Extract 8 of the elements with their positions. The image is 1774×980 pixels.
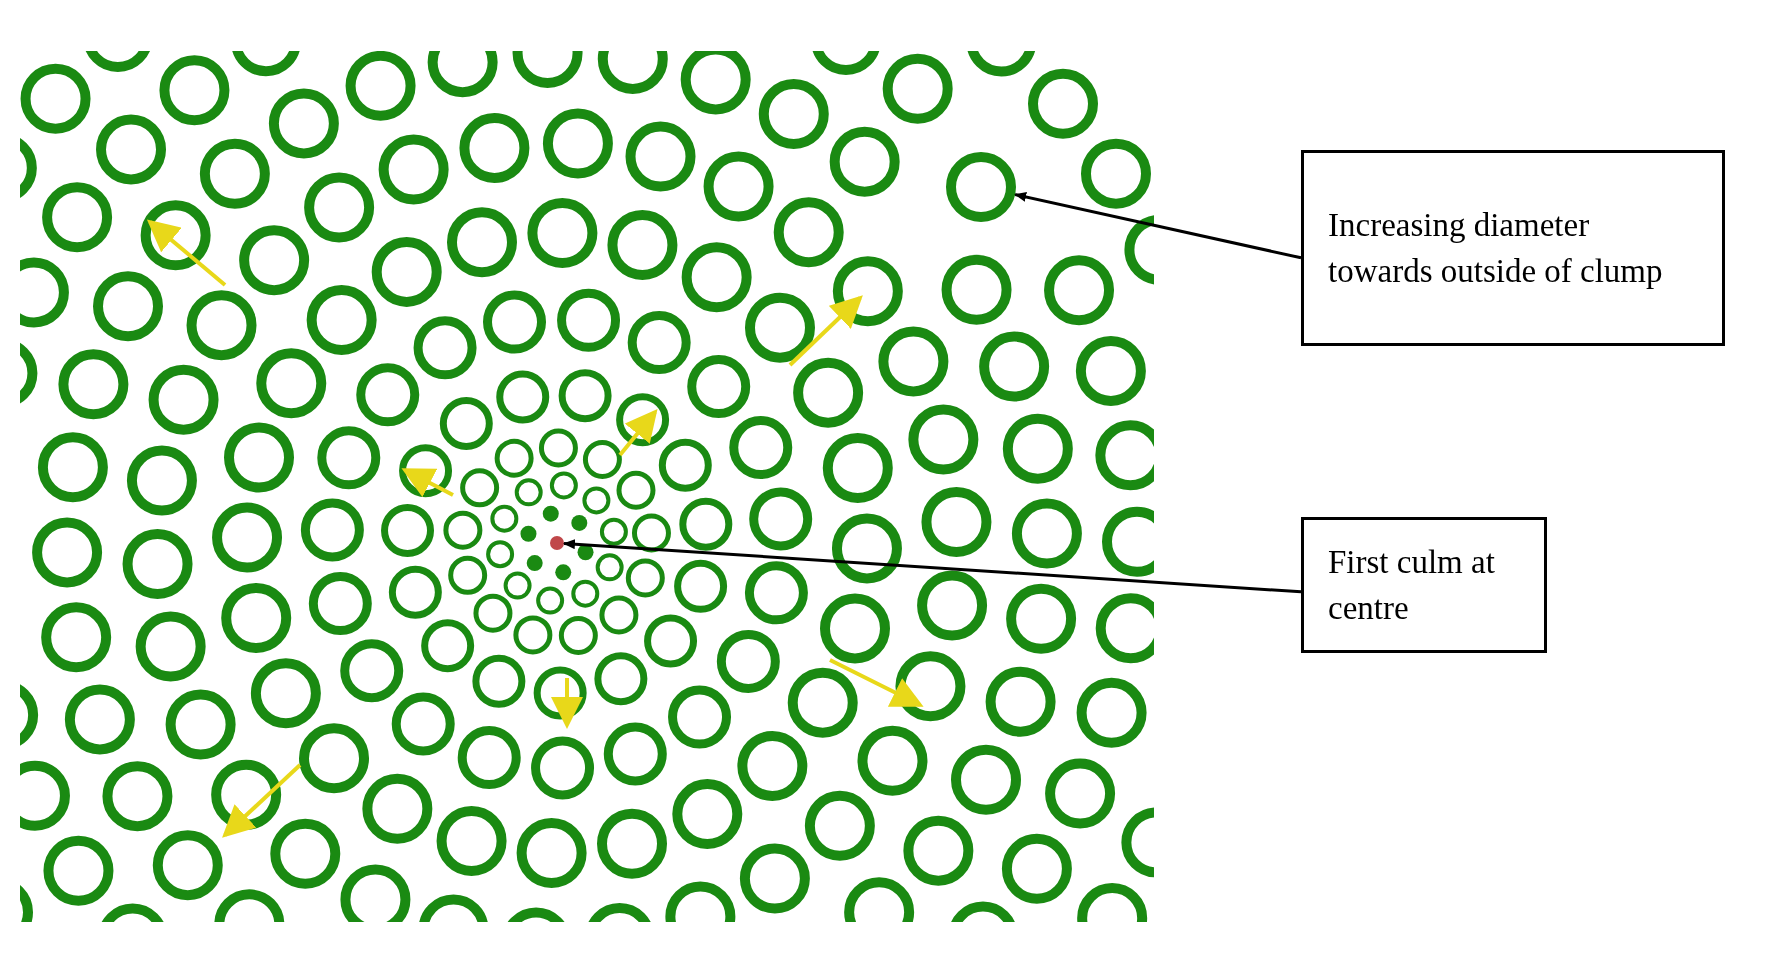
culm-ring (946, 152, 1016, 222)
leader-arrow (563, 539, 1302, 594)
callout-text: First culm at centre (1328, 542, 1496, 628)
callout-text: Increasing diameter towards outside of clump (1328, 205, 1664, 291)
callout-box (1301, 517, 1547, 653)
callout-box (1301, 150, 1725, 346)
leader-arrow (1014, 192, 1302, 260)
first-culm-dot (550, 536, 564, 550)
